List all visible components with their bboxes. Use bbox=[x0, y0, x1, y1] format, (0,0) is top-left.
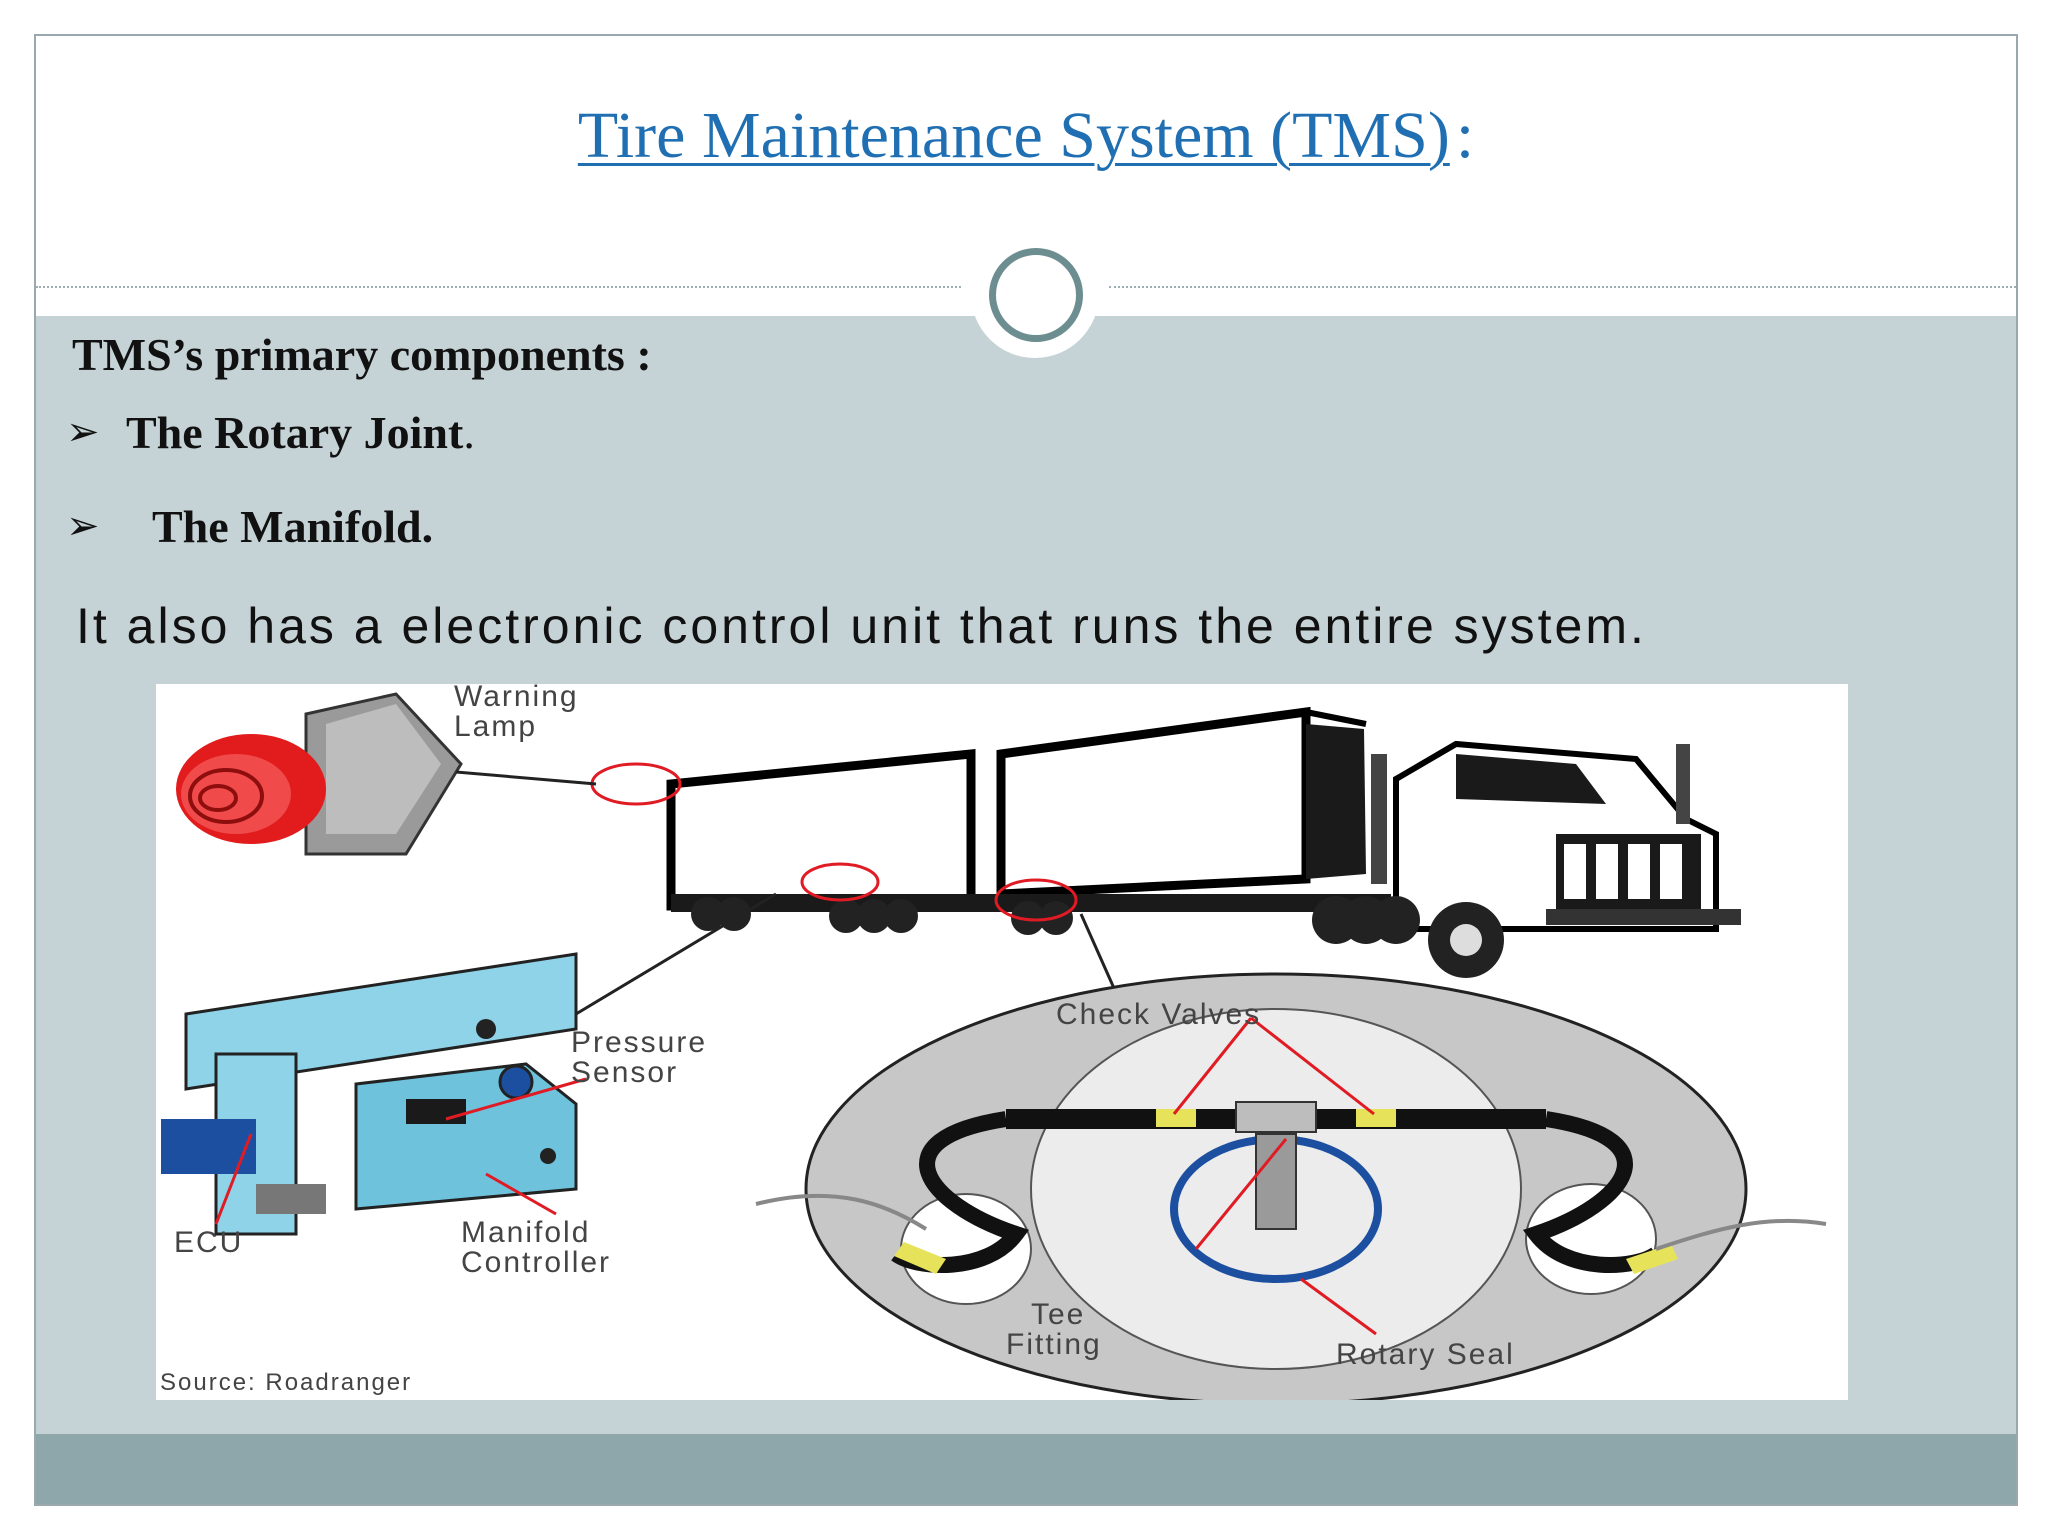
ring-icon bbox=[989, 248, 1083, 342]
label-rotary-seal: Rotary Seal bbox=[1336, 1338, 1515, 1371]
label-warning-lamp-1: Warning bbox=[454, 684, 579, 713]
bullet-text: The Manifold. bbox=[152, 501, 434, 552]
label-pressure-sensor-1: Pressure bbox=[571, 1026, 707, 1059]
callout-circles bbox=[590, 762, 1078, 922]
diagram-labels: Warning Lamp Pressure Sensor ECU Manifol… bbox=[160, 684, 1515, 1396]
tms-diagram: Warning Lamp Pressure Sensor ECU Manifol… bbox=[156, 684, 1848, 1400]
page-title: Tire Maintenance System (TMS): bbox=[36, 98, 2016, 174]
diagram-svg: Warning Lamp Pressure Sensor ECU Manifol… bbox=[160, 684, 1827, 1400]
truck-illustration bbox=[666, 706, 1741, 978]
label-warning-lamp-2: Lamp bbox=[454, 710, 537, 743]
label-check-valves: Check Valves bbox=[1056, 998, 1261, 1031]
title-text[interactable]: Tire Maintenance System (TMS) bbox=[577, 99, 1450, 172]
bullet-suffix: . bbox=[463, 407, 475, 458]
label-manifold-controller-1: Manifold bbox=[461, 1216, 590, 1249]
label-tee-fitting-2: Fitting bbox=[1006, 1328, 1102, 1361]
label-source: Source: Roadranger bbox=[160, 1369, 412, 1396]
label-pressure-sensor-2: Sensor bbox=[571, 1056, 678, 1089]
title-colon: : bbox=[1455, 99, 1475, 172]
bullet-text: The Rotary Joint bbox=[126, 407, 464, 458]
wheel-hub-icon bbox=[755, 913, 1827, 1400]
label-tee-fitting-1: Tee bbox=[1031, 1298, 1085, 1331]
divider-left bbox=[36, 286, 961, 288]
arrow-bullet-icon: ➢ bbox=[66, 503, 100, 548]
description-text: It also has a electronic control unit th… bbox=[76, 598, 1647, 654]
circle-ornament bbox=[971, 230, 1099, 358]
divider-right bbox=[1109, 286, 2016, 288]
manifold-controller-icon bbox=[161, 952, 578, 1236]
label-manifold-controller-2: Controller bbox=[461, 1246, 611, 1279]
label-ecu: ECU bbox=[174, 1226, 243, 1259]
components-heading: TMS’s primary components : bbox=[72, 329, 652, 380]
footer-band bbox=[36, 1434, 2016, 1504]
warning-lamp-icon bbox=[176, 692, 463, 856]
arrow-bullet-icon: ➢ bbox=[66, 409, 100, 454]
